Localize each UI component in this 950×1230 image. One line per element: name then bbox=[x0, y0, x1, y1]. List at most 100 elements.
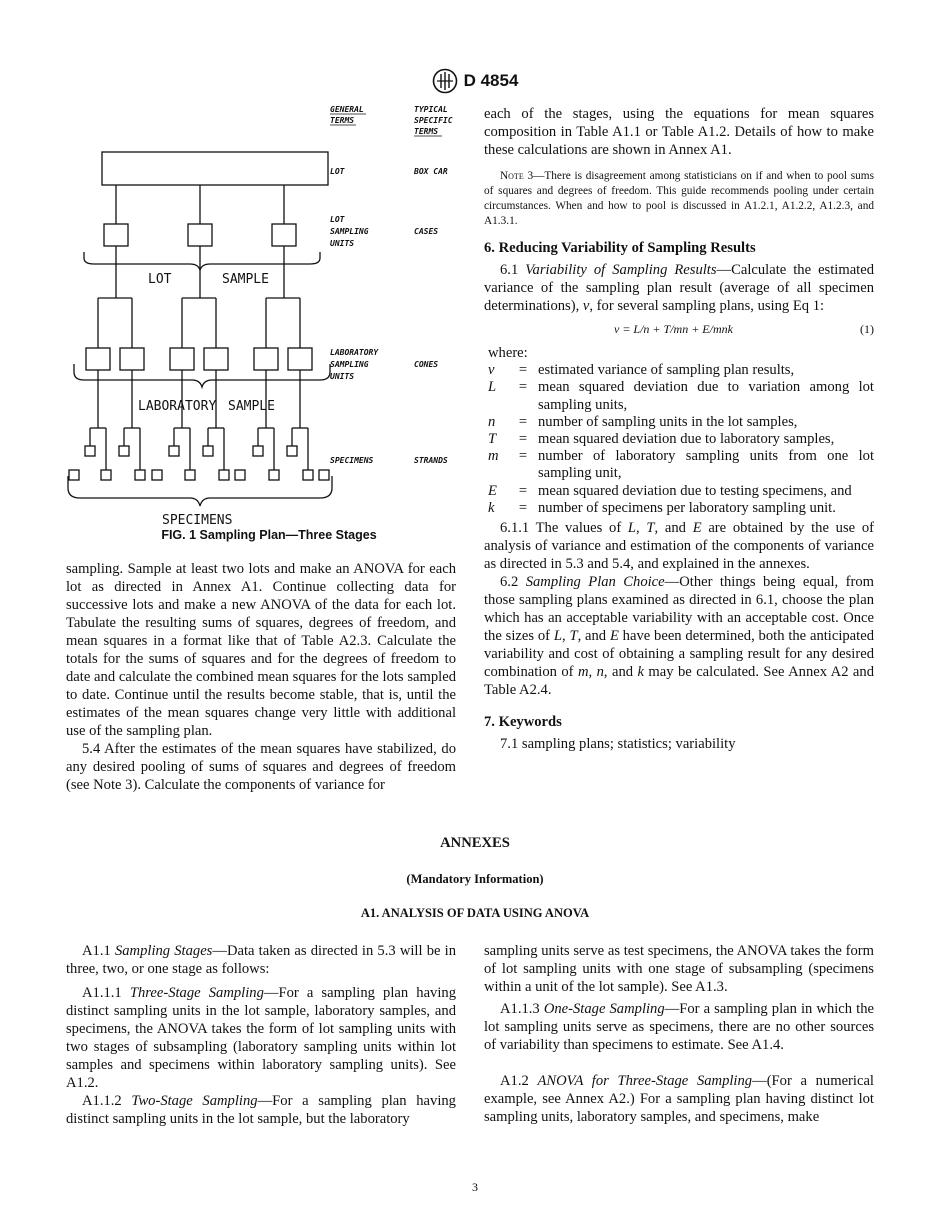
definition-row: m=number of laboratory sampling units fr… bbox=[488, 448, 874, 482]
para-text: —Other things being equal, from those sa… bbox=[484, 574, 874, 645]
para-text: are obtained by the use of analysis of v… bbox=[484, 520, 874, 573]
annex-left-column: A1.1 Sampling Stages—Data taken as direc… bbox=[66, 942, 456, 1128]
var-m: m bbox=[577, 664, 589, 681]
def-symbol: k bbox=[488, 499, 495, 516]
where-label: where: bbox=[488, 345, 528, 361]
def-equals: = bbox=[518, 499, 528, 516]
equation-text: v = L/n + T/mn + E/mnk bbox=[614, 322, 733, 336]
figure-caption: FIG. 1 Sampling Plan—Three Stages bbox=[161, 528, 377, 542]
fig-label-box-car: BOX CAR bbox=[413, 167, 448, 176]
fig-label-lsu-2: SAMPLING bbox=[330, 227, 369, 236]
def-text: mean squared deviation due to variation … bbox=[538, 379, 874, 413]
fig-big-sample: SAMPLE bbox=[222, 272, 269, 287]
paragraph-a1-1-2: A1.1.2 Two-Stage Sampling—For a sampling… bbox=[66, 1092, 456, 1128]
paragraph-6-1: 6.1 Variability of Sampling Results—Calc… bbox=[484, 261, 874, 315]
def-equals: = bbox=[518, 362, 528, 379]
para-title: Three-Stage Sampling bbox=[129, 985, 264, 1001]
def-text: mean squared deviation due to testing sp… bbox=[538, 482, 852, 499]
note-text: 3—There is disagreement among statistici… bbox=[484, 170, 874, 227]
fig-label-terms: TERMS bbox=[330, 116, 354, 125]
paragraph-5-3-continued: sampling. Sample at least two lots and m… bbox=[66, 561, 456, 739]
paragraph-6-2: 6.2 Sampling Plan Choice—Other things be… bbox=[484, 573, 874, 699]
para-text: may be calculated. See Annex A2 and Tabl… bbox=[484, 664, 874, 699]
para-text: —For a sampling plan in which the lot sa… bbox=[484, 1001, 874, 1053]
def-symbol: n bbox=[488, 413, 496, 430]
fig-label-lab-2: SAMPLING bbox=[330, 360, 369, 369]
paragraph-a1-2: A1.2 ANOVA for Three-Stage Sampling—(For… bbox=[484, 1072, 874, 1126]
def-text: number of laboratory sampling units from… bbox=[538, 448, 874, 482]
definition-row: n=number of sampling units in the lot sa… bbox=[488, 414, 874, 431]
var-E: E bbox=[692, 520, 702, 537]
para-title: Two-Stage Sampling bbox=[131, 1093, 258, 1109]
def-equals: = bbox=[518, 482, 528, 499]
def-symbol: E bbox=[488, 482, 497, 499]
definition-row: k=number of specimens per laboratory sam… bbox=[488, 500, 874, 517]
definition-row: L = mean squared deviation due to variatio… bbox=[488, 379, 874, 413]
fig-big-lab-sample: SAMPLE bbox=[228, 399, 275, 414]
fig-big-lot: LOT bbox=[148, 272, 172, 287]
para-text: —For a sampling plan having distinct sam… bbox=[66, 985, 456, 1091]
fig-label-lsu-3: UNITS bbox=[330, 239, 354, 248]
def-symbol: L bbox=[488, 379, 497, 396]
fig-label-specific: SPECIFIC bbox=[414, 116, 453, 125]
para-num: A1.1.3 bbox=[500, 1001, 544, 1017]
def-text: estimated variance of sampling plan resu… bbox=[538, 362, 795, 379]
fig-label-lsu-1: LOT bbox=[330, 215, 346, 224]
para-text: —Calculate the estimated variance of the… bbox=[484, 262, 874, 314]
paragraph-5-4-continued: each of the stages, using the equations … bbox=[484, 106, 874, 158]
def-equals: = bbox=[518, 379, 528, 396]
var-n: n bbox=[596, 664, 604, 681]
paragraph-a1-1-3: A1.1.3 One-Stage Sampling—For a sampling… bbox=[484, 1000, 874, 1054]
definition-row: E = mean squared deviation due to testing … bbox=[488, 483, 874, 500]
para-text: , and bbox=[577, 628, 610, 645]
def-symbol: v bbox=[488, 362, 495, 379]
paragraph-a1-1: A1.1 Sampling Stages—Data taken as direc… bbox=[66, 942, 456, 978]
annexes-subtitle: (Mandatory Information) bbox=[406, 872, 544, 886]
var-T: T bbox=[646, 520, 655, 537]
para-text: have been determined, both the anticipat… bbox=[484, 628, 874, 681]
document-id: D 4854 bbox=[463, 71, 519, 90]
paragraph-a1-1-2-continued: sampling units serve as test specimens, … bbox=[484, 943, 874, 995]
def-text: mean squared deviation due to laboratory… bbox=[538, 431, 835, 448]
definitions-list: where: v = estimated variance of sampling … bbox=[484, 345, 874, 517]
para-text: —For a sampling plan having distinct sam… bbox=[66, 1093, 456, 1127]
def-equals: = bbox=[518, 413, 528, 430]
section-7-heading: 7. Keywords bbox=[484, 714, 562, 731]
var-E: E bbox=[609, 628, 619, 645]
para-text: , bbox=[561, 628, 570, 645]
fig-label-specific-terms: TERMS bbox=[414, 127, 438, 136]
para-title: One-Stage Sampling bbox=[543, 1001, 665, 1017]
para-num: A1.2 bbox=[500, 1073, 538, 1089]
equation-number: (1) bbox=[860, 322, 874, 336]
var-k: k bbox=[637, 664, 644, 681]
astm-logo-icon bbox=[432, 68, 457, 94]
section-6-heading: 6. Reducing Variability of Sampling Resu… bbox=[484, 240, 756, 256]
para-text: , bbox=[636, 520, 647, 537]
annex-a1-title: A1. ANALYSIS OF DATA USING ANOVA bbox=[360, 906, 590, 920]
fig-label-typical: TYPICAL bbox=[414, 105, 448, 114]
paragraph-5-4: 5.4 After the estimates of the mean squa… bbox=[66, 741, 456, 793]
sampling-plan-figure: GENERAL TERMS TYPICAL SPECIFIC TERMS LOT… bbox=[67, 105, 453, 528]
var-v: v bbox=[582, 298, 590, 314]
fig-label-general: GENERAL bbox=[330, 105, 364, 114]
definition-row: v = estimated variance of sampling plan re… bbox=[488, 362, 874, 379]
para-text: 6.1.1 The values of bbox=[500, 520, 628, 537]
fig-label-lot: LOT bbox=[330, 167, 346, 176]
fig-label-lab-1: LABORATORY bbox=[330, 348, 379, 357]
def-symbol: T bbox=[488, 431, 497, 448]
paragraph-7-1: 7.1 sampling plans; statistics; variabil… bbox=[500, 736, 736, 753]
para-text: , and bbox=[654, 520, 693, 537]
para-num: A1.1.2 bbox=[82, 1093, 132, 1109]
var-L: L bbox=[627, 520, 637, 537]
fig-big-laboratory: LABORATORY bbox=[138, 399, 216, 414]
fig-label-cases: CASES bbox=[414, 227, 438, 236]
para-text: , and bbox=[603, 664, 638, 681]
para-num: 6.2 bbox=[500, 574, 526, 591]
note-3: Note 3—There is disagreement among stati… bbox=[484, 169, 874, 229]
para-title: Sampling Stages bbox=[114, 943, 213, 959]
para-text: , bbox=[588, 664, 597, 681]
para-num: A1.1.1 bbox=[82, 985, 130, 1001]
page-number: 3 bbox=[472, 1180, 478, 1194]
var-T: T bbox=[569, 628, 578, 645]
var-L: L bbox=[553, 628, 562, 645]
